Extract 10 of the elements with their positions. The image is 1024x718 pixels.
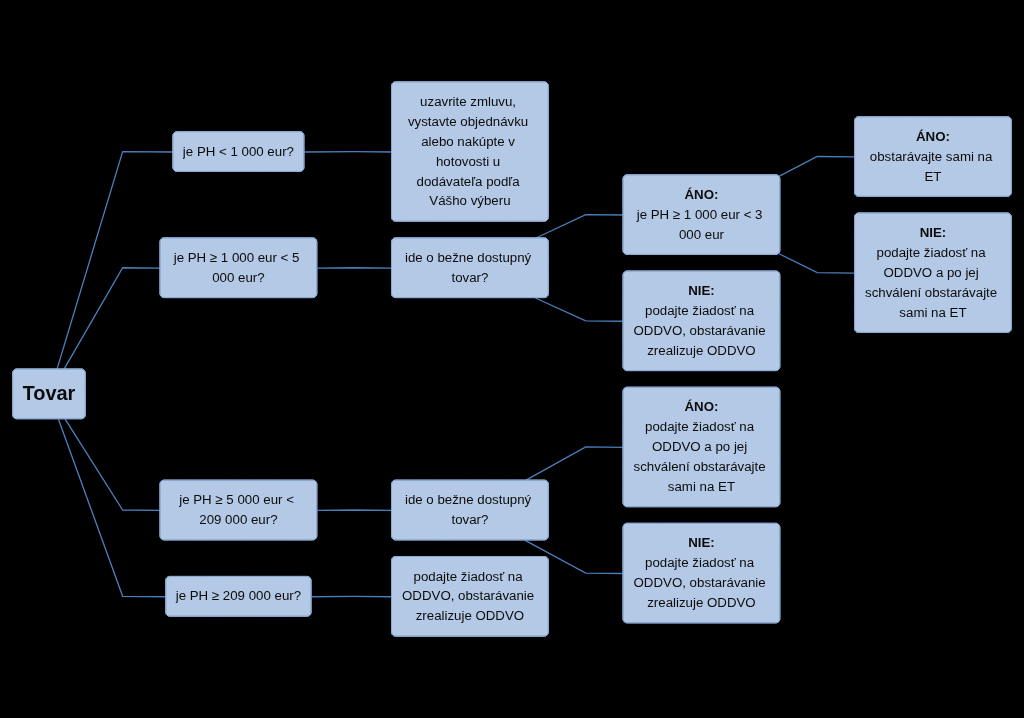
connector [303, 150, 393, 153]
connector [778, 253, 856, 274]
connector [310, 595, 393, 598]
connector [524, 446, 625, 482]
connector [534, 297, 625, 322]
connector [778, 155, 856, 177]
connector [316, 509, 393, 512]
connector [316, 267, 393, 269]
connector [524, 539, 625, 575]
connector [57, 418, 167, 598]
